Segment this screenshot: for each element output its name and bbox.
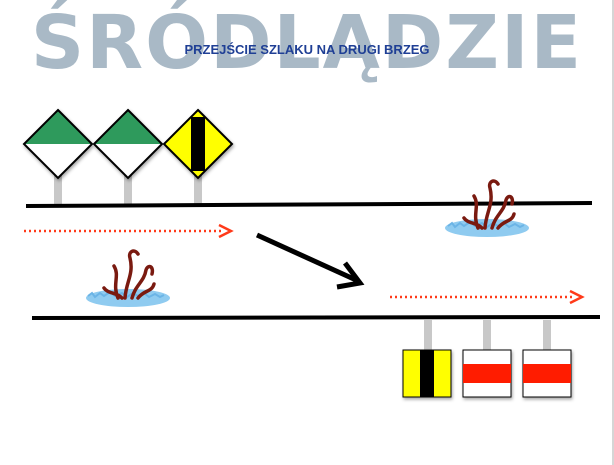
green-white-diamond-sign-icon: [92, 108, 164, 180]
sign-post: [424, 320, 432, 352]
route-arrow-upper: [24, 223, 234, 239]
upper-bank-line: [25, 201, 593, 208]
yellow-black-diamond-sign-icon: [162, 108, 234, 180]
sign-post: [194, 170, 202, 206]
sign-post: [54, 170, 62, 206]
diagram-title: PRZEJŚCIE SZLAKU NA DRUGI BRZEG: [184, 42, 430, 57]
white-red-square-sign-icon: [462, 349, 512, 398]
crossing-arrow: [255, 232, 365, 290]
water-weed-icon: [86, 249, 170, 307]
white-red-square-sign-icon: [522, 349, 572, 398]
yellow-black-square-sign-icon: [402, 349, 452, 398]
left-bank-posts: [54, 170, 202, 206]
background-heading: ŚRÓDLĄDZIE: [30, 0, 584, 86]
water-weed-icon: [445, 179, 529, 237]
route-arrow-lower: [390, 289, 585, 305]
lower-bank-line: [31, 315, 601, 320]
green-white-diamond-sign-icon: [22, 108, 94, 180]
sign-post: [483, 320, 491, 352]
right-bank-posts: [424, 320, 551, 352]
sign-post: [124, 170, 132, 206]
sign-post: [543, 320, 551, 352]
frame-edge: [612, 0, 614, 465]
